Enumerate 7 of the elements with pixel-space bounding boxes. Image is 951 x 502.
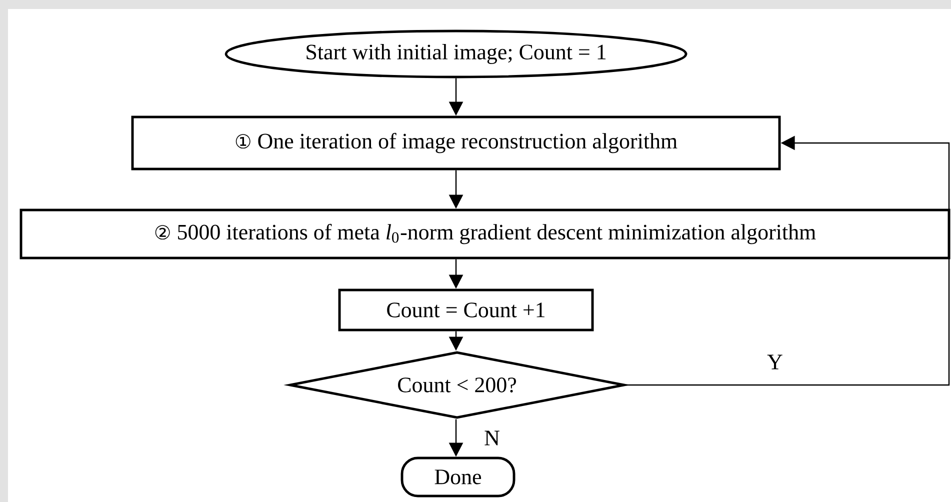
- start-terminal: Start with initial image; Count = 1: [224, 30, 688, 78]
- edge-label: Y: [765, 353, 785, 371]
- edge-label: N: [482, 429, 502, 447]
- process-box: ② 5000 iterations of meta l$_{0}$-norm gradient descent minimization algorithm: [20, 208, 950, 260]
- end-terminal: Done: [400, 456, 516, 498]
- process-box: ① One iteration of image reconstruction algorithm: [131, 116, 781, 170]
- process-box: Count = Count +1: [338, 288, 594, 332]
